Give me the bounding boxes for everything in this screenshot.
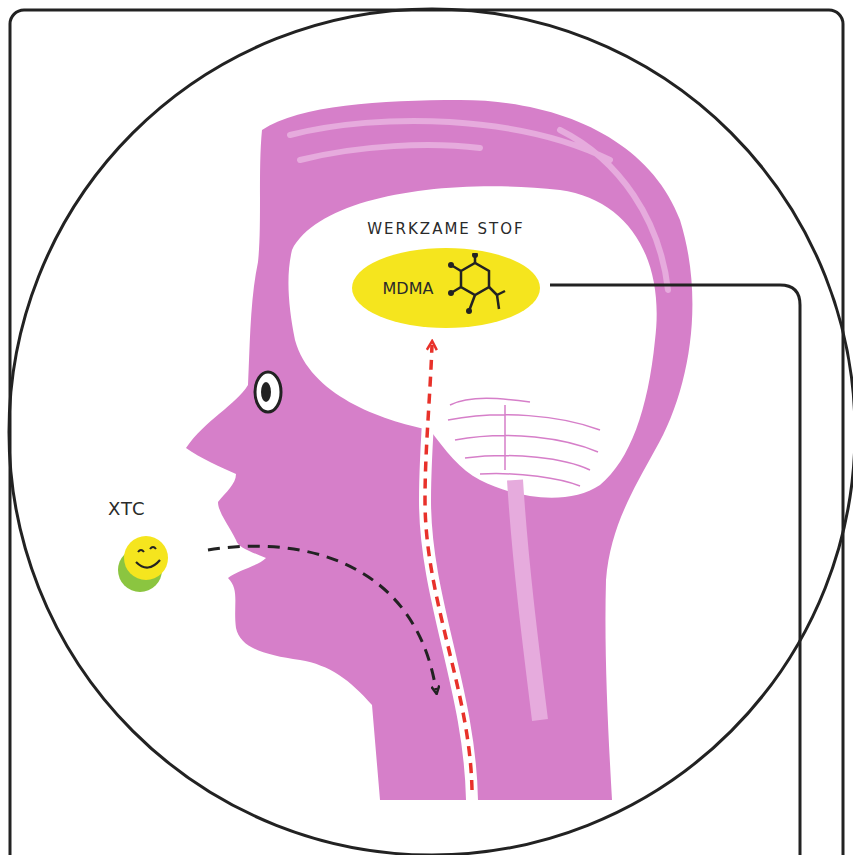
cerebellum-lines	[448, 398, 600, 486]
spinal-cord	[515, 480, 540, 720]
molecule-icon	[439, 253, 509, 323]
pupil	[261, 382, 271, 402]
brain	[288, 186, 656, 497]
leader-line	[550, 285, 800, 855]
substance-name: MDMA	[383, 279, 434, 298]
active-substance-ellipse: WERKZAME STOFMDMA	[352, 248, 540, 328]
head-silhouette	[186, 100, 692, 800]
frame	[10, 10, 843, 855]
absorption-arrow	[425, 345, 472, 790]
xtc-pill	[118, 536, 168, 592]
node-heading: WERKZAME STOF	[367, 220, 524, 238]
drug-label: XTC	[108, 498, 146, 519]
swallow-arrow	[208, 546, 436, 690]
circle-frame	[9, 9, 853, 855]
eye	[255, 372, 281, 412]
ellipse-content: MDMA	[352, 248, 540, 328]
